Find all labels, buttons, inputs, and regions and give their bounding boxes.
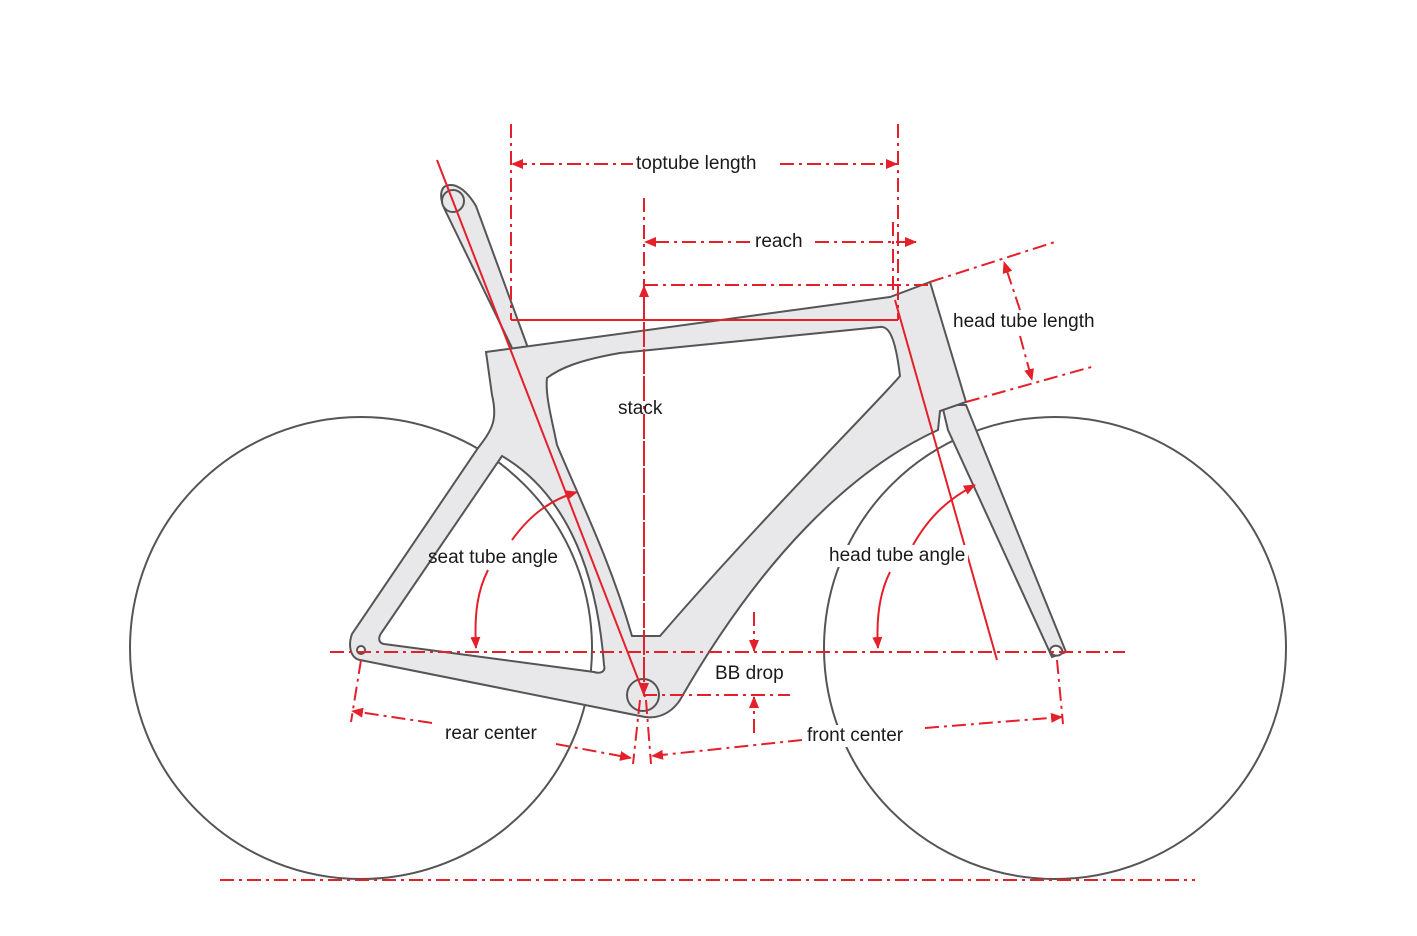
head-tube-angle-label: head tube angle [826,545,969,567]
head-tube-arrow-up [1002,261,1021,311]
dimension-arrows [351,159,1063,761]
seat-tube-axis [436,159,646,698]
rear-center-label: rear center [442,723,540,745]
front-center-arrow-right [924,712,1063,729]
front-axle-ext [1056,659,1064,725]
bb-ext-right [645,699,652,765]
toptube-length-label: toptube length [633,153,760,175]
rear-axle-ext [350,659,362,723]
seat-tube-angle-arc-bottom [470,569,489,649]
head-tube-angle-arc-top [912,484,976,546]
head-tube-length-label: head tube length [950,311,1098,333]
seat-tube-angle-label: seat tube angle [428,547,558,568]
bb-drop-label: BB drop [712,663,787,685]
frame [349,280,968,719]
stack-label: stack [618,398,663,419]
head-tube-arrow-down [1019,335,1034,381]
rear-center-arrow-left [351,707,433,724]
front-dropout [1048,644,1064,657]
reach-label: reach [752,231,806,253]
front-center-arrow-left [651,739,803,760]
bb-ext-left [632,699,641,765]
head-tube-angle-arc-bottom [872,571,891,649]
dimension-lines [220,124,1195,881]
front-center-label: front center [804,725,907,747]
tube-axes [436,159,998,698]
front-wheel [823,416,1287,880]
angle-arcs [470,484,976,649]
head-tube-top-ext [929,241,1056,283]
head-tube-axis [894,299,998,661]
rear-center-arrow-right [555,743,632,761]
head-tube-bottom-ext [965,365,1096,403]
seat-tube-angle-arc-top [511,490,578,541]
